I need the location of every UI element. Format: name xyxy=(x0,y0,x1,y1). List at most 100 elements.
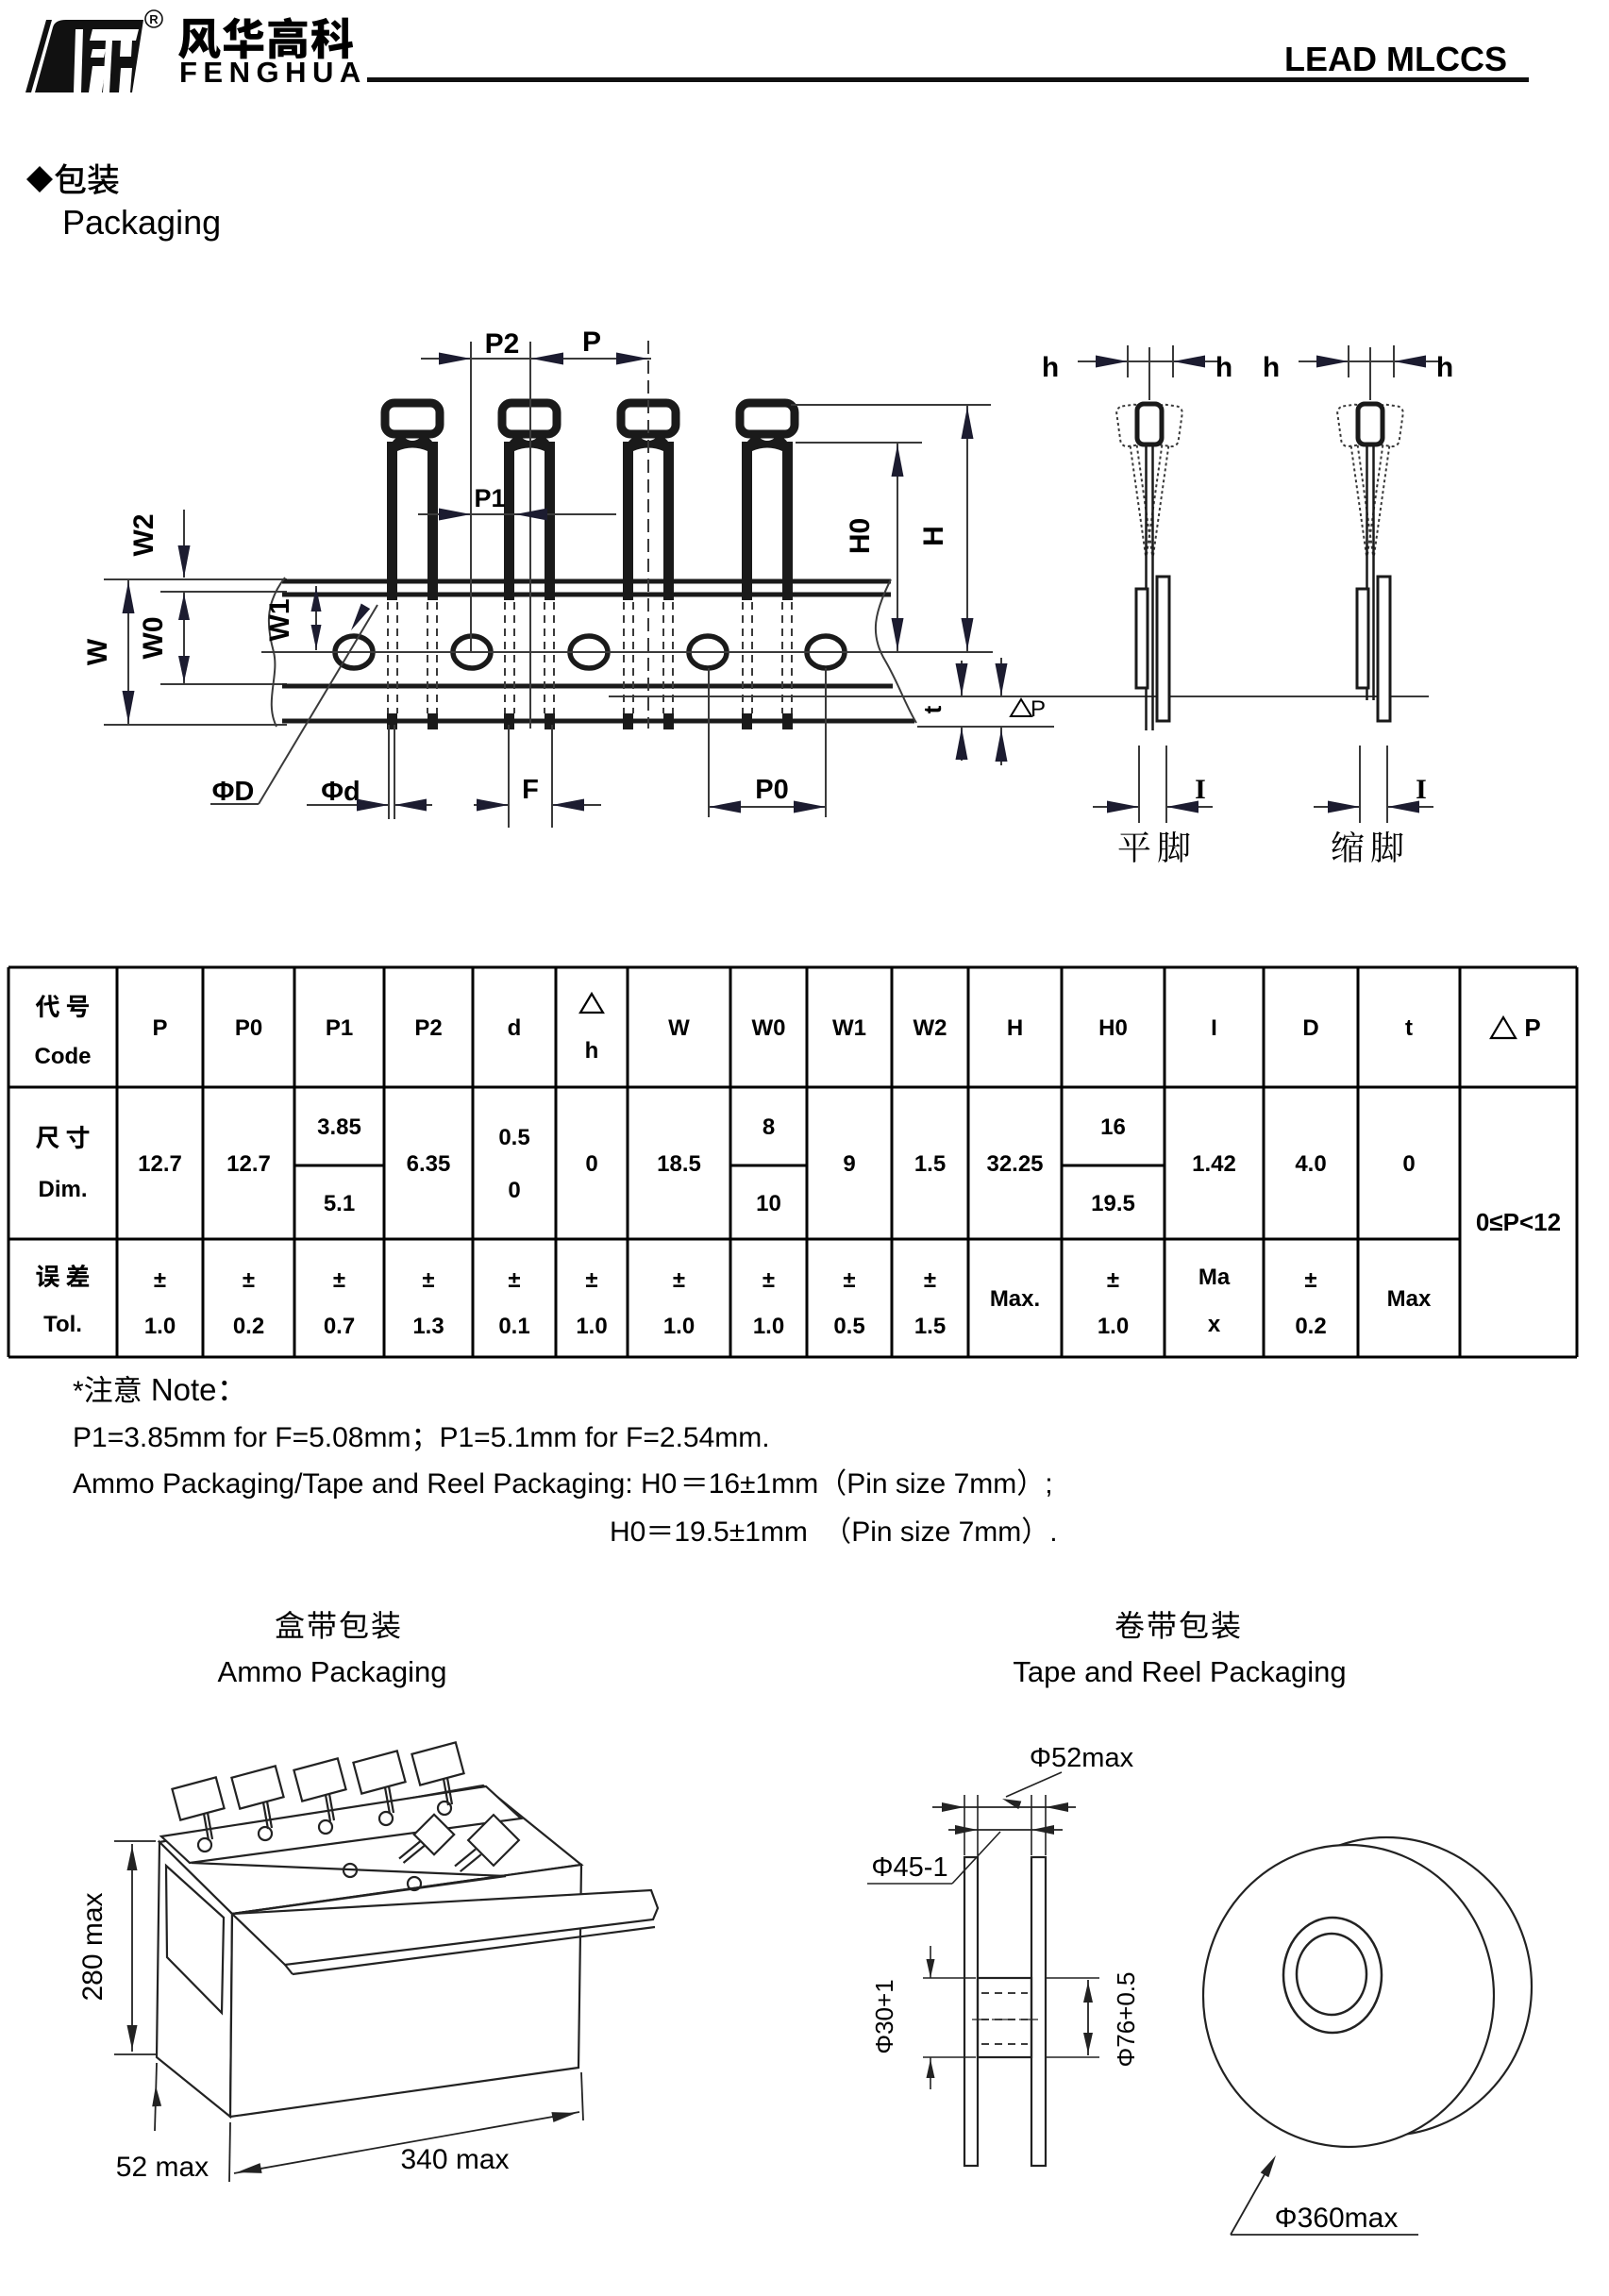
svg-text:3.85: 3.85 xyxy=(317,1114,361,1140)
svg-text:Dim.: Dim. xyxy=(38,1177,87,1202)
svg-text:±: ± xyxy=(673,1267,685,1293)
svg-text:0: 0 xyxy=(1402,1151,1415,1177)
svg-text:W1: W1 xyxy=(264,599,295,642)
svg-text:t: t xyxy=(918,705,947,713)
svg-text:P2: P2 xyxy=(414,1015,442,1041)
svg-text:Φd: Φd xyxy=(321,777,360,807)
svg-text:0.5: 0.5 xyxy=(498,1125,529,1150)
svg-text:W: W xyxy=(82,638,113,665)
svg-text:Max: Max xyxy=(1387,1286,1432,1312)
svg-text:±: ± xyxy=(154,1267,166,1293)
svg-text:W: W xyxy=(668,1015,690,1041)
svg-text:1.0: 1.0 xyxy=(753,1314,784,1339)
svg-text:P: P xyxy=(582,327,601,358)
svg-text:P: P xyxy=(1524,1014,1540,1042)
svg-text:Tol.: Tol. xyxy=(43,1312,82,1337)
svg-text:Ammo Packaging: Ammo Packaging xyxy=(218,1655,447,1688)
svg-text:±: ± xyxy=(763,1267,775,1293)
svg-text:P1=5.1mm for F=2.54mm.: P1=5.1mm for F=2.54mm. xyxy=(439,1422,769,1453)
svg-text:1.0: 1.0 xyxy=(663,1314,695,1339)
svg-text:d: d xyxy=(508,1015,522,1041)
svg-text:32.25: 32.25 xyxy=(986,1151,1043,1177)
svg-text:±: ± xyxy=(924,1267,936,1293)
svg-text:±: ± xyxy=(843,1267,855,1293)
svg-text:Code: Code xyxy=(35,1044,92,1069)
svg-text:Φ45-1: Φ45-1 xyxy=(871,1852,947,1883)
svg-text:1.0: 1.0 xyxy=(1098,1314,1129,1339)
svg-text:P: P xyxy=(152,1015,167,1041)
svg-text:16: 16 xyxy=(1100,1114,1126,1140)
svg-text:1.42: 1.42 xyxy=(1192,1151,1236,1177)
svg-text:±: ± xyxy=(243,1267,255,1293)
svg-text:P0: P0 xyxy=(235,1015,262,1041)
svg-text:52 max: 52 max xyxy=(116,2152,209,2183)
svg-text:Φ30+1: Φ30+1 xyxy=(870,1979,898,2053)
svg-text:h: h xyxy=(1042,352,1059,383)
svg-text:19.5±1mm: 19.5±1mm xyxy=(674,1517,808,1548)
svg-text:0.5: 0.5 xyxy=(833,1314,864,1339)
svg-text:t: t xyxy=(1405,1015,1413,1041)
svg-text:340 max: 340 max xyxy=(400,2144,509,2175)
svg-text:h: h xyxy=(585,1038,599,1064)
svg-text:ΦD: ΦD xyxy=(212,777,255,807)
svg-text:±: ± xyxy=(508,1267,520,1293)
svg-text:0: 0 xyxy=(585,1151,597,1177)
svg-text:Pin size 7mm: Pin size 7mm xyxy=(846,1468,1016,1500)
svg-text:Ammo Packaging/Tape and Reel P: Ammo Packaging/Tape and Reel Packaging: … xyxy=(73,1468,677,1500)
svg-text:1.5: 1.5 xyxy=(914,1314,946,1339)
svg-text:W0: W0 xyxy=(138,617,169,660)
svg-text:5.1: 5.1 xyxy=(324,1191,355,1216)
svg-text:0: 0 xyxy=(508,1178,520,1203)
svg-text:P2: P2 xyxy=(485,328,520,360)
svg-text:Note: Note xyxy=(151,1372,217,1407)
svg-text:.: . xyxy=(1049,1517,1057,1548)
svg-text:D: D xyxy=(1302,1015,1318,1041)
svg-text:P0: P0 xyxy=(755,775,788,805)
svg-text:F: F xyxy=(522,775,539,805)
svg-text:0.7: 0.7 xyxy=(324,1314,355,1339)
svg-text:P1: P1 xyxy=(474,484,505,512)
svg-text:19.5: 19.5 xyxy=(1091,1191,1135,1216)
svg-text:0.2: 0.2 xyxy=(1295,1314,1326,1339)
svg-text:FENGHUA: FENGHUA xyxy=(179,56,367,89)
svg-text:x: x xyxy=(1208,1312,1221,1337)
svg-text:H: H xyxy=(918,526,949,546)
svg-text:H0: H0 xyxy=(1098,1015,1128,1041)
svg-text:18.5: 18.5 xyxy=(657,1151,701,1177)
svg-text:W1: W1 xyxy=(832,1015,866,1041)
svg-text:Φ360max: Φ360max xyxy=(1275,2203,1399,2234)
svg-text:1.5: 1.5 xyxy=(914,1151,946,1177)
svg-text:1.3: 1.3 xyxy=(412,1314,444,1339)
svg-text:Φ76+0.5: Φ76+0.5 xyxy=(1112,1972,1140,2068)
svg-text:±: ± xyxy=(333,1267,345,1293)
svg-text:0≤P<12: 0≤P<12 xyxy=(1476,1208,1561,1236)
svg-text:h: h xyxy=(1436,352,1453,383)
svg-text:P1=3.85mm for F=5.08mm: P1=3.85mm for F=5.08mm xyxy=(73,1422,411,1453)
svg-text:h: h xyxy=(1215,352,1232,383)
svg-text:8: 8 xyxy=(763,1114,775,1140)
svg-text:Ma: Ma xyxy=(1198,1265,1231,1290)
svg-text:LEAD MLCCS: LEAD MLCCS xyxy=(1284,40,1507,78)
svg-text:I: I xyxy=(1211,1015,1217,1041)
svg-text:W2: W2 xyxy=(913,1015,947,1041)
svg-text:h: h xyxy=(1263,352,1280,383)
svg-text:Φ52max: Φ52max xyxy=(1030,1743,1134,1773)
svg-text:10: 10 xyxy=(756,1191,781,1216)
svg-text:12.7: 12.7 xyxy=(226,1151,271,1177)
svg-text:I: I xyxy=(1195,774,1206,805)
svg-text:280 max: 280 max xyxy=(77,1892,109,2001)
svg-text:±: ± xyxy=(1304,1267,1316,1293)
svg-text:P: P xyxy=(1031,696,1046,722)
svg-text:6.35: 6.35 xyxy=(407,1151,451,1177)
svg-text:9: 9 xyxy=(843,1151,855,1177)
svg-text:I: I xyxy=(1416,774,1427,805)
svg-text:1.0: 1.0 xyxy=(576,1314,607,1339)
svg-text:;: ; xyxy=(1045,1468,1052,1500)
svg-text:Pin size 7mm: Pin size 7mm xyxy=(851,1517,1021,1548)
svg-text:Packaging: Packaging xyxy=(62,203,221,242)
svg-text:±: ± xyxy=(1107,1267,1119,1293)
svg-text:H: H xyxy=(1007,1015,1023,1041)
svg-text:16±1mm: 16±1mm xyxy=(709,1468,819,1500)
svg-text:H0: H0 xyxy=(845,518,876,554)
svg-text:R: R xyxy=(149,12,159,26)
